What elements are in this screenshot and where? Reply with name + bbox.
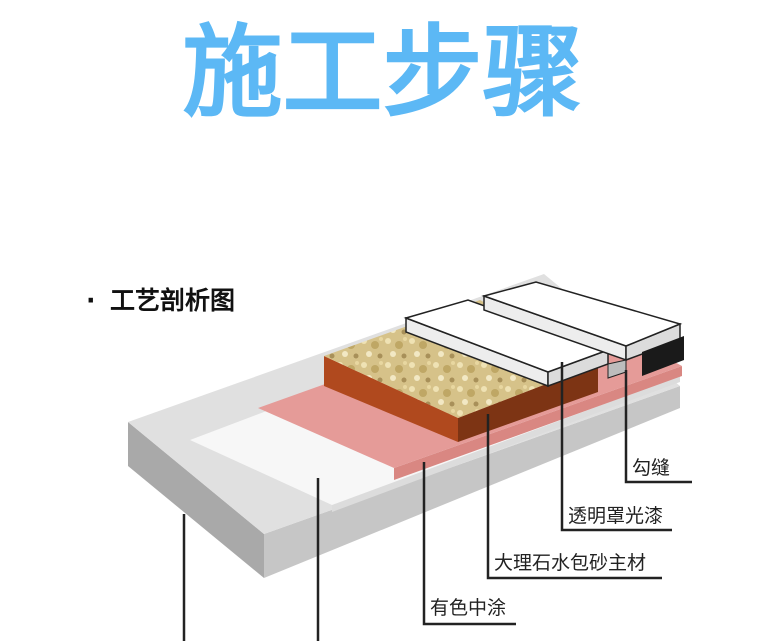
leader-marble-coat [486,414,662,580]
leader-mid-coat [422,462,516,626]
joint-strip [642,336,684,376]
label-clear-coat: 透明罩光漆 [568,505,664,527]
mid-coat-front [394,366,682,480]
label-mid-coat: 有色中涂 [430,597,507,619]
leader-lines [182,362,692,641]
base-slab-side [128,422,264,578]
marble-layer-side [324,356,458,442]
leader-joint [624,370,692,484]
label-joint: 勾缝 [632,457,671,479]
clear-coat-panel-right [481,281,683,347]
label-marble-coat: 大理石水包砂主材 [494,552,647,574]
primer-layer-front [332,376,680,512]
section-heading: · 工艺剖析图 [86,283,235,319]
bullet: · [86,286,96,315]
section-heading-text: 工艺剖析图 [110,286,236,315]
page-title: 施工步骤 [182,14,583,131]
leader-clear-coat [560,362,672,532]
base-slab-front [264,386,680,578]
